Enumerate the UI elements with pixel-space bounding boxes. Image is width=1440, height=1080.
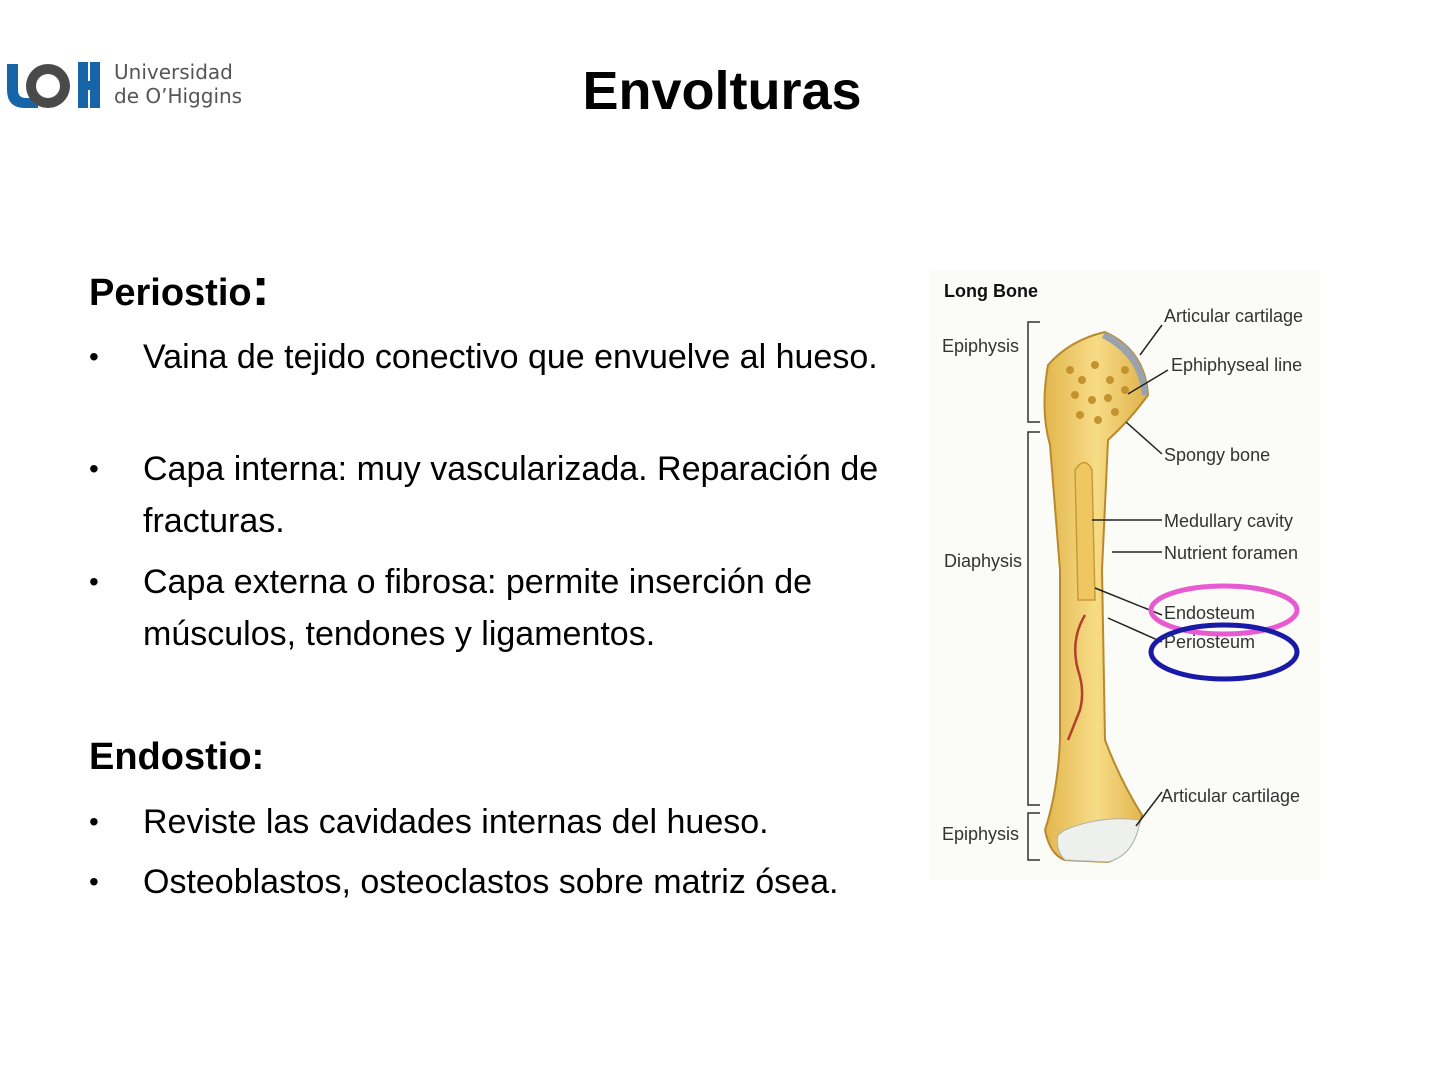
- endostio-heading: Endostio:: [89, 736, 265, 778]
- bullet-text: Capa interna: muy vascularizada. Reparac…: [143, 450, 879, 540]
- periostio-heading-colon: :: [251, 257, 270, 317]
- right-labels: Articular cartilage Ephiphyseal line Spo…: [1161, 306, 1303, 806]
- bullet-text: Osteoblastos, osteoclastos sobre matriz …: [143, 863, 839, 901]
- label-medullary-cavity: Medullary cavity: [1164, 511, 1293, 531]
- medullary-cavity: [1074, 461, 1096, 601]
- periostio-bullet-1: • Vaina de tejido conectivo que envuelve…: [89, 331, 889, 383]
- periostio-heading-text: Periostio: [89, 272, 252, 314]
- bullet-text: Capa externa o fibrosa: permite inserció…: [143, 563, 813, 653]
- nutrient-vessel: [1066, 614, 1087, 741]
- endosteum-highlight: [1148, 583, 1300, 637]
- bullet-text: Reviste las cavidades internas del hueso…: [143, 803, 769, 841]
- uoh-logo-icon: [7, 62, 100, 108]
- university-logo: Universidad de O’Higgins: [4, 58, 254, 114]
- endostio-bullet-2: • Osteoblastos, osteoclastos sobre matri…: [89, 856, 889, 908]
- label-epiphysis-bottom: Epiphysis: [942, 824, 1019, 844]
- bullet-text: Vaina de tejido conectivo que envuelve a…: [143, 338, 878, 376]
- label-nutrient-foramen: Nutrient foramen: [1164, 543, 1298, 563]
- label-epiphyseal-line: Ephiphyseal line: [1171, 355, 1302, 375]
- bullet-marker: •: [89, 453, 99, 484]
- label-endosteum: Endosteum: [1164, 603, 1255, 623]
- articular-cartilage-top: [1102, 332, 1148, 395]
- bullet-marker: •: [89, 341, 99, 372]
- periosteum-highlight: [1148, 622, 1300, 682]
- logo-line-1: Universidad: [114, 60, 233, 84]
- slide-title: Envolturas: [582, 61, 862, 121]
- label-periosteum: Periosteum: [1164, 632, 1255, 652]
- logo-line-2: de O’Higgins: [114, 84, 243, 108]
- label-spongy-bone: Spongy bone: [1164, 445, 1270, 465]
- periostio-bullet-3: • Capa externa o fibrosa: permite inserc…: [89, 556, 889, 660]
- articular-cartilage-bottom: [1056, 818, 1141, 863]
- spongy-bone-texture: [1066, 361, 1129, 424]
- bullet-marker: •: [89, 866, 99, 897]
- label-articular-cartilage-bottom: Articular cartilage: [1161, 786, 1300, 806]
- label-diaphysis: Diaphysis: [944, 551, 1022, 571]
- figure-title: Long Bone: [944, 281, 1038, 301]
- endostio-bullet-1: • Reviste las cavidades internas del hue…: [89, 796, 889, 848]
- long-bone-diagram: Long Bone Epiphysis Diaphysis Epiphysis …: [930, 270, 1320, 880]
- label-articular-cartilage-top: Articular cartilage: [1164, 306, 1303, 326]
- periostio-bullet-2: • Capa interna: muy vascularizada. Repar…: [89, 443, 889, 547]
- bone-shape: [1043, 330, 1150, 864]
- bullet-marker: •: [89, 566, 99, 597]
- bullet-marker: •: [89, 806, 99, 837]
- periostio-heading: Periostio:: [89, 256, 270, 318]
- left-labels: Epiphysis Diaphysis Epiphysis: [942, 336, 1022, 844]
- label-epiphysis-top: Epiphysis: [942, 336, 1019, 356]
- region-brackets: [1027, 321, 1040, 861]
